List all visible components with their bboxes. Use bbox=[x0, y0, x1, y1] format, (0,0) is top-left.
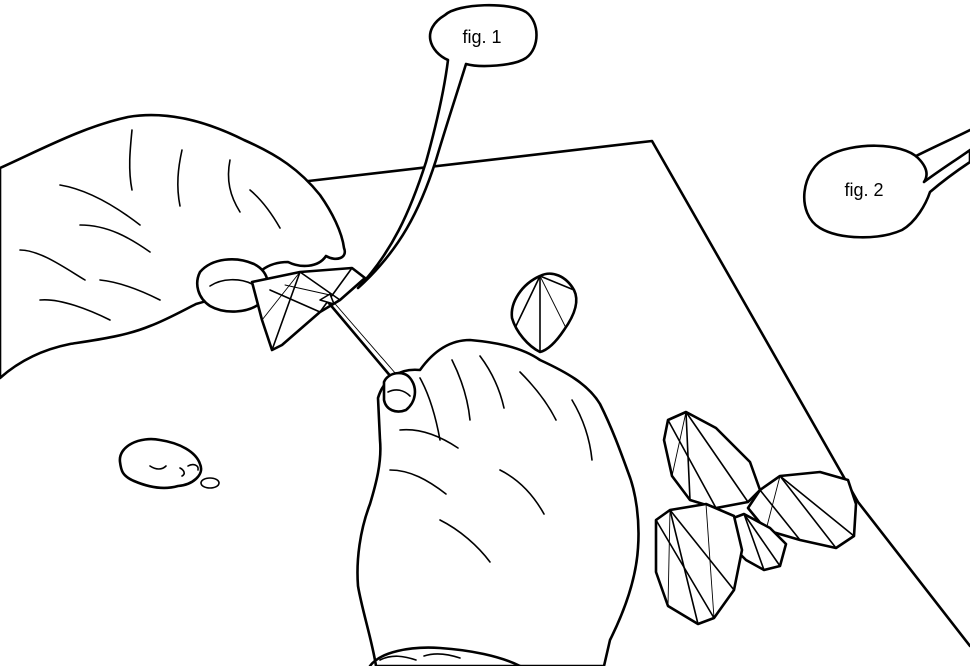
glue-blob bbox=[120, 439, 219, 488]
callout-fig-2: fig. 2 bbox=[804, 130, 970, 237]
held-origami-piece bbox=[252, 268, 365, 350]
callout-fig-1: fig. 1 bbox=[358, 5, 537, 288]
callout-fig-2-label: fig. 2 bbox=[844, 180, 883, 200]
callout-fig-1-label: fig. 1 bbox=[462, 27, 501, 47]
origami-petal bbox=[512, 274, 577, 352]
left-hand bbox=[0, 115, 345, 378]
right-hand bbox=[358, 340, 639, 666]
pin-tool bbox=[320, 294, 396, 378]
